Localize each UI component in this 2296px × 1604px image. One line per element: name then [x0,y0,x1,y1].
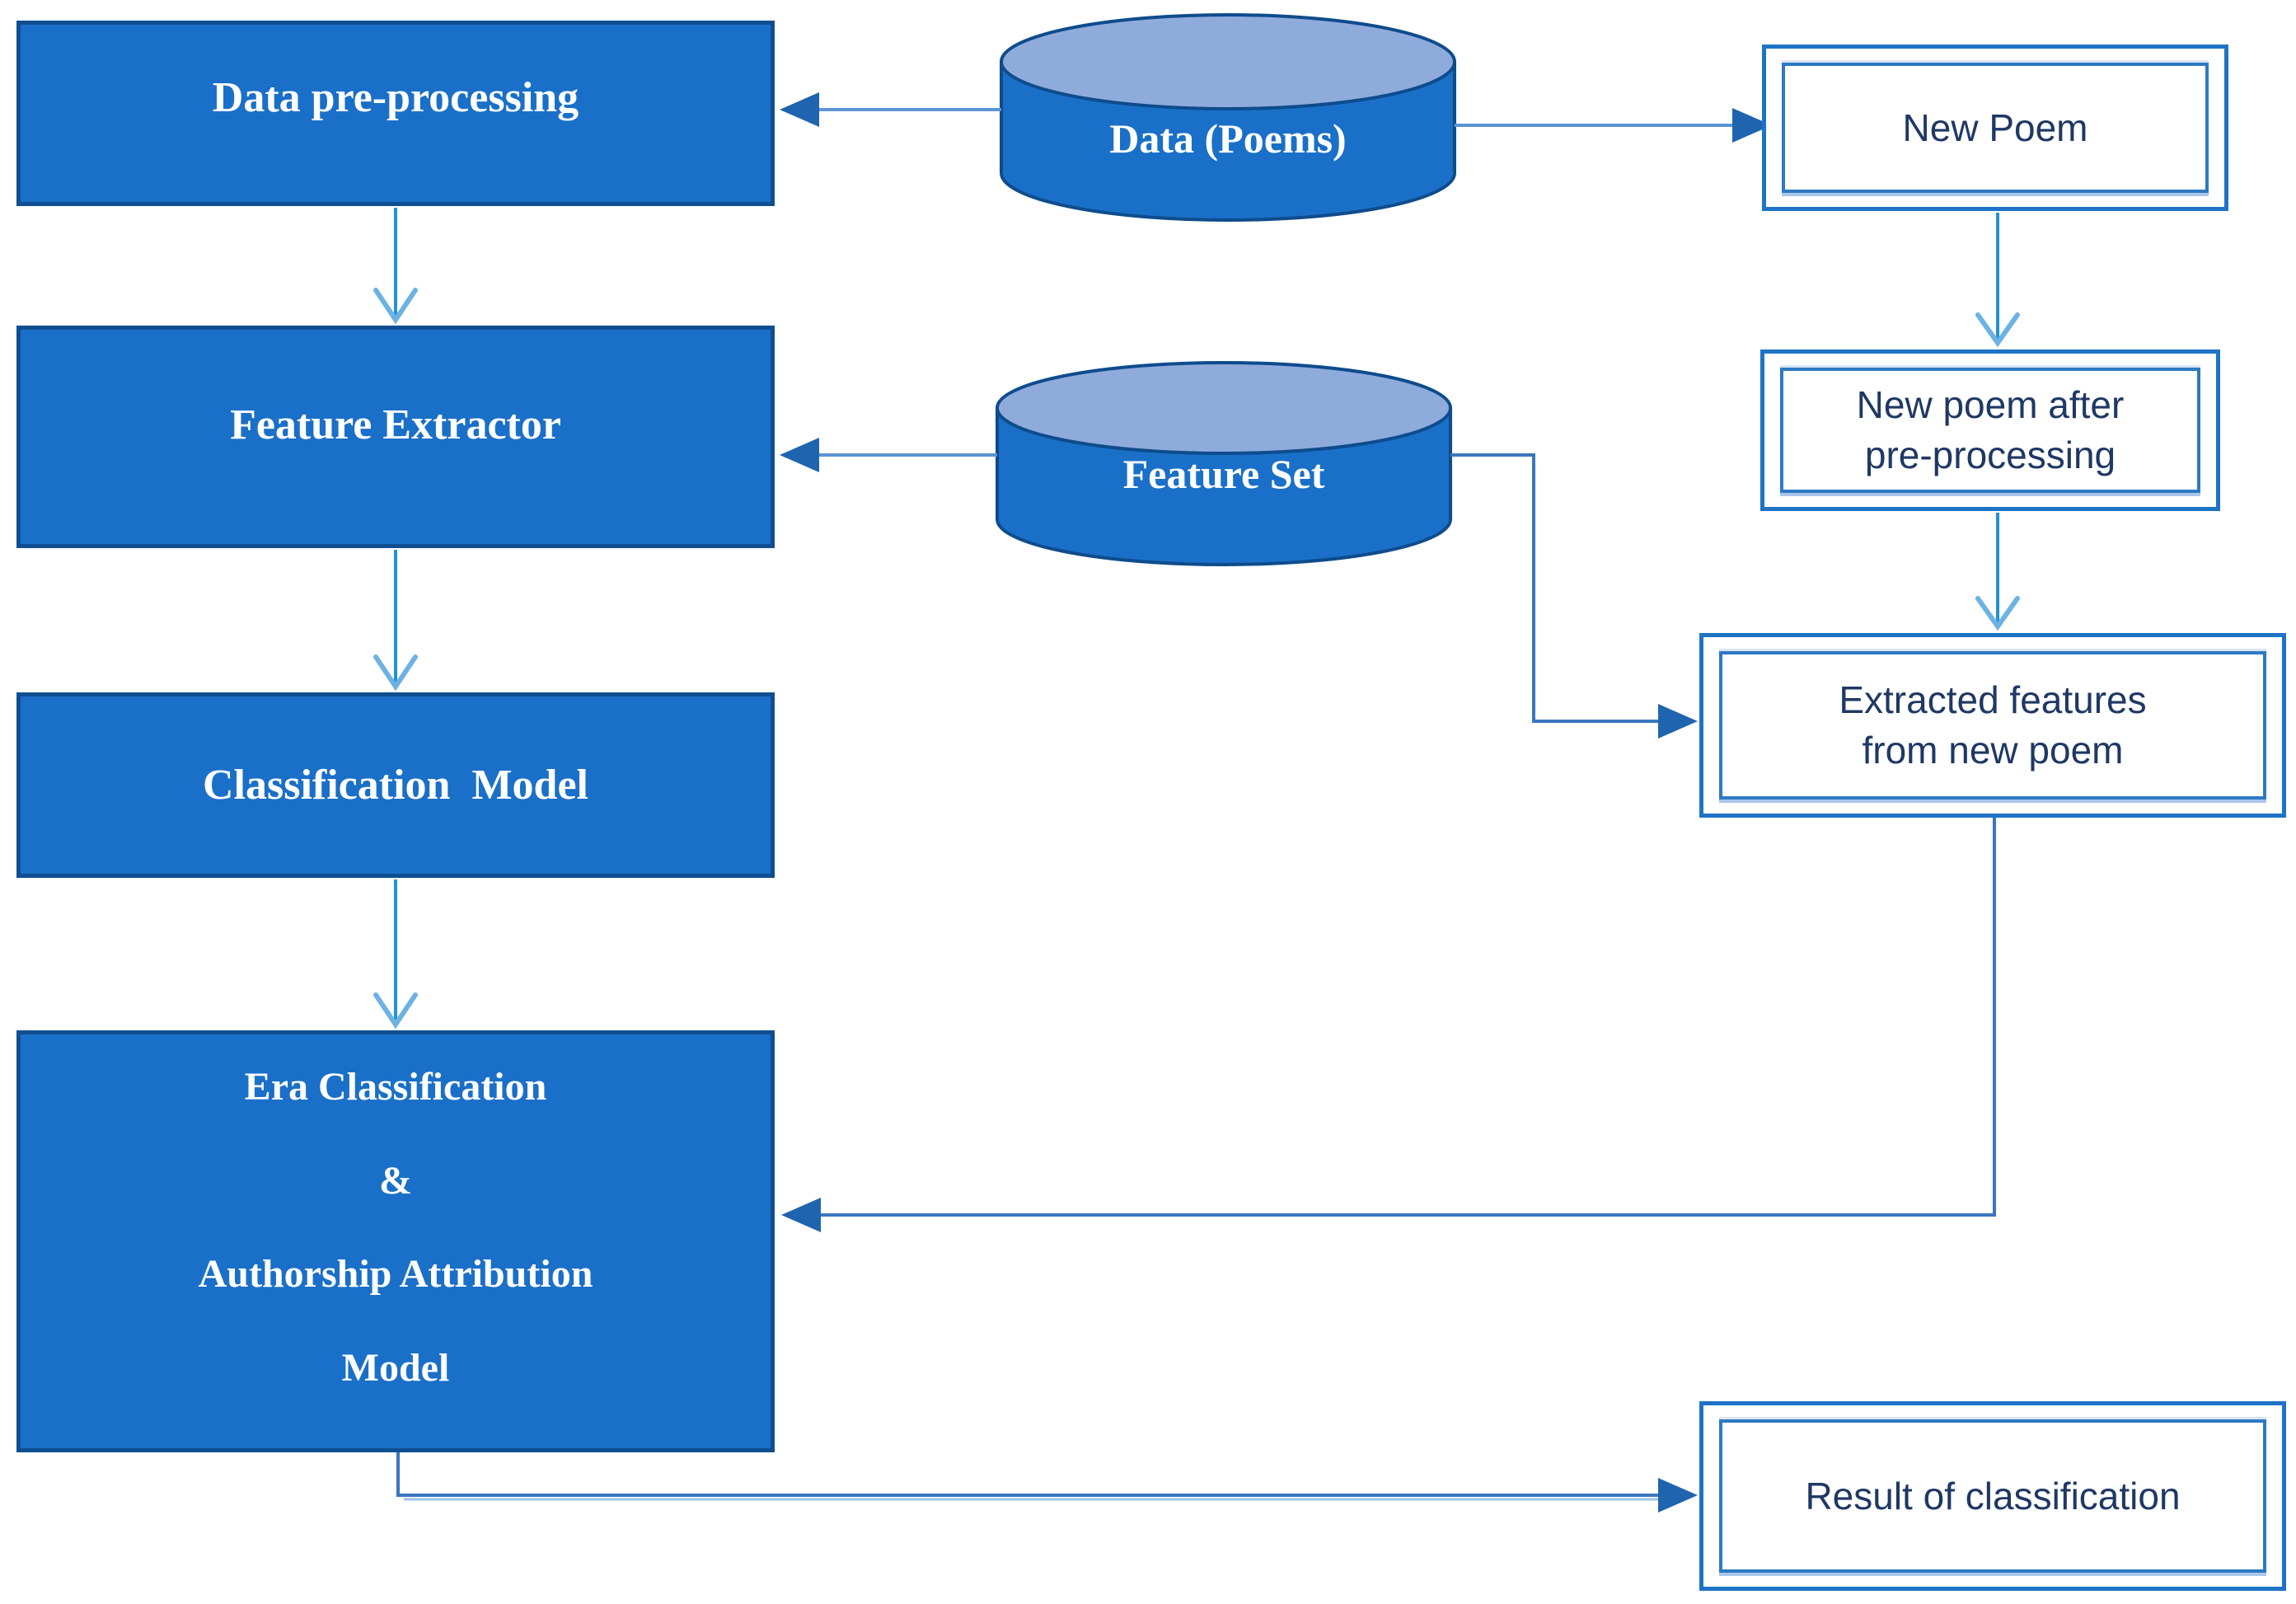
node-extracted-features-line-1: Extracted features [1839,678,2147,722]
arrow-feature-set-to-extracted-features [1450,453,1698,739]
node-feature-extractor-label: Feature Extractor [230,401,561,448]
database-cylinder-poems [1000,13,1456,222]
arrow-era-model-to-result [396,1452,1698,1513]
node-classification-model: Classification Model [16,692,775,878]
node-extracted-features: Extracted features from new poem [1699,633,2286,818]
arrow-classification-to-era-model [373,879,418,1029]
era-model-line-1: Era Classification [244,1065,547,1109]
database-cylinder-feature-set [996,361,1452,566]
node-result-of-classification: Result of classification [1699,1401,2286,1591]
arrow-extracted-features-to-era-model [781,818,1996,1232]
arrow-poems-to-new-poem [1455,108,1772,143]
arrow-new-poem-to-preprocessed [1975,213,2020,348]
arrow-poems-to-preprocessing [780,92,1001,127]
node-data-preprocessing: Data pre-processing [16,21,775,206]
node-new-poem-inner: New Poem [1782,63,2209,193]
node-new-poem-preprocessed-line-1: New poem after [1856,383,2125,427]
node-result-of-classification-inner: Result of classification [1719,1419,2266,1573]
arrow-preprocessing-to-feature-extractor [373,208,418,325]
era-model-line-2: & [379,1158,412,1203]
datastore-feature-set-text: Feature Set [1122,451,1325,497]
datastore-poems-label: Data (Poems) [1001,78,1455,198]
node-new-poem: New Poem [1762,45,2228,211]
node-new-poem-preprocessed-line-2: pre-processing [1864,434,2116,476]
node-new-poem-preprocessed: New poem after pre-processing [1760,349,2220,511]
era-model-line-4: Model [341,1345,450,1390]
datastore-feature-set-label: Feature Set [997,420,1450,528]
node-classification-model-label: Classification Model [203,762,588,809]
arrow-preprocessed-to-extracted-features [1975,513,2020,631]
node-data-preprocessing-label: Data pre-processing [212,74,579,121]
node-extracted-features-line-2: from new poem [1862,729,2124,772]
era-model-line-3: Authorship Attribution [198,1252,593,1297]
node-new-poem-label: New Poem [1902,106,2088,149]
arrow-feature-set-to-feature-extractor [780,438,997,472]
datastore-poems-text: Data (Poems) [1109,115,1347,162]
arrow-feature-extractor-to-classification [373,550,418,692]
node-new-poem-preprocessed-inner: New poem after pre-processing [1780,368,2200,493]
node-result-of-classification-label: Result of classification [1805,1474,2181,1517]
node-era-authorship-model: Era Classification & Authorship Attribut… [16,1030,775,1452]
node-extracted-features-inner: Extracted features from new poem [1719,651,2266,800]
node-feature-extractor: Feature Extractor [16,326,775,548]
